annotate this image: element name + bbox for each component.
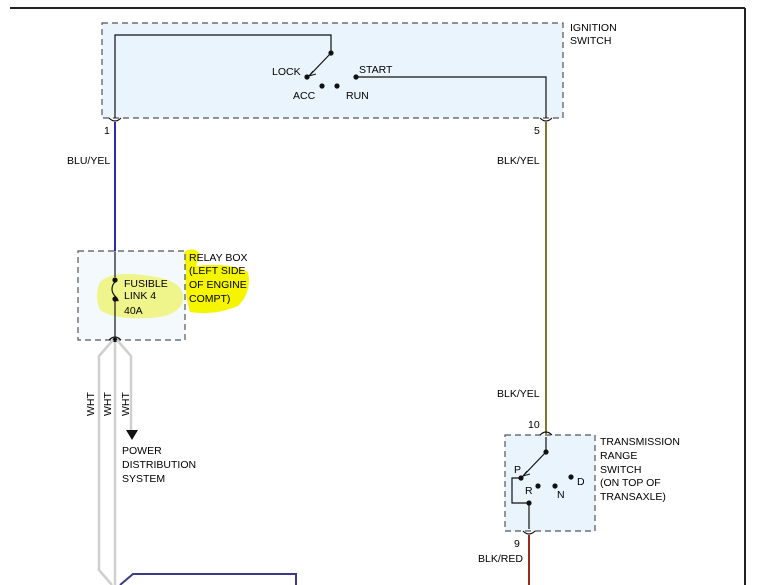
relay-box-splice [112, 337, 118, 343]
ignition-switch-box [101, 22, 564, 119]
trs-connector-9 [522, 530, 536, 535]
ignition-pin-1: 1 [104, 125, 110, 137]
ignition-pivot-dot [328, 50, 334, 56]
ignition-pin-5: 5 [534, 125, 540, 137]
ignition-lock-contact [304, 74, 310, 80]
power-distribution-label-2: DISTRIBUTION [122, 459, 196, 471]
ignition-switch-label-2: SWITCH [570, 35, 611, 47]
ignition-run-contact [334, 83, 340, 89]
trs-d-contact [568, 474, 574, 480]
relay-box-highlight [184, 249, 249, 314]
ignition-lock-label: LOCK [272, 66, 301, 78]
fusible-link-element [111, 281, 119, 302]
power-distribution-arrow-icon [126, 430, 138, 440]
trs-connector-10 [539, 431, 553, 436]
ignition-acc-label: ACC [293, 90, 316, 102]
relay-box-outline [77, 250, 186, 341]
trs-blade-arrow [521, 470, 531, 477]
trs-r-label: R [525, 485, 533, 497]
wire-label-blk-red: BLK/RED [478, 553, 523, 565]
white-wires: WHT WHT WHT POWER DISTRIBUTION SYSTEM [85, 339, 196, 585]
transmission-range-switch: 10 P R N D 9 TRANSMISSION RANGE SWITCH (… [504, 419, 680, 550]
ignition-switch-label-1: IGNITION [570, 22, 617, 34]
trs-label-5: TRANSAXLE) [600, 491, 666, 503]
wire-label-blk-yel-top: BLK/YEL [497, 155, 540, 167]
wire-label-wht-3: WHT [120, 392, 132, 416]
wire-label-wht-2: WHT [102, 392, 114, 416]
wire-wht-1 [97, 339, 114, 585]
ignition-internal-feed [114, 34, 332, 118]
relay-box-label-1: RELAY BOX [189, 252, 248, 264]
relay-box-label-2: (LEFT SIDE [189, 265, 245, 277]
wire-wht-3 [116, 339, 133, 430]
trs-pin-10: 10 [528, 419, 540, 431]
fusible-link-terminal-bottom [112, 296, 118, 302]
trs-p-label: P [514, 464, 521, 476]
trs-label-4: (ON TOP OF [600, 477, 661, 489]
trs-pin-9: 9 [514, 538, 520, 550]
ignition-acc-contact [319, 83, 325, 89]
relay-box-label-3: OF ENGINE [189, 279, 247, 291]
ignition-connector-1 [108, 117, 122, 122]
trs-n-contact [552, 483, 558, 489]
ignition-internal-start [356, 76, 547, 118]
fusible-link-label-1: FUSIBLE [124, 278, 168, 290]
trs-n-label: N [557, 489, 565, 501]
wire-label-wht-1: WHT [85, 392, 97, 416]
fusible-link-terminal-top [112, 277, 118, 283]
trs-d-label: D [577, 476, 585, 488]
wire-label-blu-yel: BLU/YEL [67, 155, 110, 167]
trs-r-contact [535, 483, 541, 489]
trs-label-1: TRANSMISSION [600, 436, 680, 448]
trs-internal-output [511, 477, 530, 529]
lower-component-outline [119, 573, 297, 585]
fusible-link-rating: 40A [124, 305, 143, 317]
trs-output-junction [526, 500, 532, 506]
ignition-switch: LOCK ACC RUN START IGNITION SWITCH 1 5 [101, 22, 617, 137]
relay-box: FUSIBLE LINK 4 40A RELAY BOX (LEFT SIDE … [77, 249, 249, 343]
fusible-link-label-2: LINK 4 [124, 290, 156, 302]
ignition-connector-5 [539, 117, 553, 122]
power-distribution-label-1: POWER [122, 445, 162, 457]
trs-label-2: RANGE [600, 450, 637, 462]
ignition-start-label: START [359, 64, 393, 76]
ignition-start-contact [353, 74, 359, 80]
relay-box-label-4: COMPT) [189, 293, 230, 305]
wire-label-blk-yel-bottom: BLK/YEL [497, 388, 540, 400]
trs-label-3: SWITCH [600, 464, 641, 476]
relay-box-connector [108, 336, 122, 341]
ignition-run-label: RUN [346, 90, 369, 102]
power-distribution-label-3: SYSTEM [122, 473, 165, 485]
transmission-switch-box [504, 434, 596, 532]
